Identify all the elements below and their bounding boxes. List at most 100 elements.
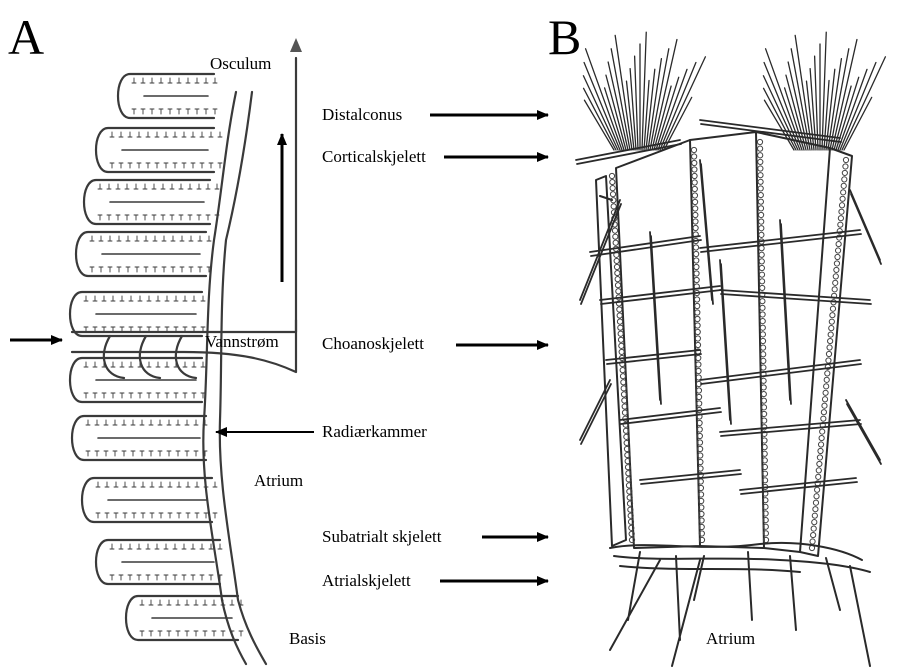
bead bbox=[839, 209, 844, 214]
panel-label-a: A bbox=[8, 12, 44, 62]
choanocyte bbox=[158, 600, 162, 605]
choanocyte bbox=[164, 163, 168, 168]
choanocyte bbox=[84, 393, 88, 398]
bead bbox=[760, 305, 765, 310]
choanal-beads bbox=[609, 139, 848, 550]
choanocyte bbox=[206, 215, 210, 220]
choanocyte bbox=[209, 132, 213, 137]
bead bbox=[814, 494, 819, 499]
choanocyte bbox=[84, 296, 88, 301]
bead bbox=[761, 365, 766, 370]
bead bbox=[611, 204, 616, 209]
bead bbox=[615, 277, 620, 282]
choanocyte bbox=[209, 575, 213, 580]
bead bbox=[819, 435, 824, 440]
choanocyte bbox=[218, 163, 222, 168]
choanocyte bbox=[167, 420, 171, 425]
spicule bbox=[720, 290, 871, 304]
bead bbox=[695, 336, 700, 341]
choanocyte bbox=[102, 296, 106, 301]
choanocyte bbox=[161, 184, 165, 189]
choanocyte bbox=[135, 236, 139, 241]
choanocyte bbox=[203, 631, 207, 636]
bead bbox=[843, 157, 848, 162]
choanocyte bbox=[120, 296, 124, 301]
spicule bbox=[640, 470, 741, 484]
choanocyte bbox=[195, 482, 199, 487]
skeleton-drawing bbox=[576, 32, 885, 666]
choanocyte bbox=[128, 544, 132, 549]
choanocyte bbox=[135, 267, 139, 272]
choanocyte bbox=[239, 631, 243, 636]
bead bbox=[760, 338, 765, 343]
choanocyte bbox=[204, 78, 208, 83]
label-radiaerkammer: Radiærkammer bbox=[322, 423, 427, 440]
choanocyte bbox=[96, 513, 100, 518]
choanocyte bbox=[185, 420, 189, 425]
choanocyte bbox=[90, 236, 94, 241]
bead bbox=[617, 307, 622, 312]
bead bbox=[760, 299, 765, 304]
bead bbox=[829, 326, 834, 331]
bead bbox=[692, 180, 697, 185]
spicule bbox=[720, 420, 861, 436]
choanocyte bbox=[195, 109, 199, 114]
choanocyte bbox=[146, 163, 150, 168]
bead bbox=[620, 368, 625, 373]
bead bbox=[619, 349, 624, 354]
choanocyte bbox=[132, 513, 136, 518]
label-osculum: Osculum bbox=[210, 55, 271, 72]
choanocyte bbox=[95, 420, 99, 425]
choanocyte bbox=[138, 393, 142, 398]
choanocyte bbox=[114, 482, 118, 487]
choanocyte bbox=[188, 215, 192, 220]
bead bbox=[695, 303, 700, 308]
bead bbox=[758, 166, 763, 171]
radial-chambers bbox=[70, 74, 243, 640]
bead bbox=[834, 267, 839, 272]
bead bbox=[810, 539, 815, 544]
bead bbox=[695, 323, 700, 328]
choanocyte bbox=[99, 267, 103, 272]
bead bbox=[695, 329, 700, 334]
choanocyte bbox=[93, 362, 97, 367]
choanocyte bbox=[108, 236, 112, 241]
bead bbox=[615, 270, 620, 275]
choanocyte bbox=[185, 451, 189, 456]
bead bbox=[812, 520, 817, 525]
choanocyte bbox=[170, 215, 174, 220]
bead bbox=[842, 170, 847, 175]
choanocyte bbox=[162, 236, 166, 241]
bead bbox=[832, 287, 837, 292]
choanocyte bbox=[168, 482, 172, 487]
spicule bbox=[650, 232, 661, 404]
label-atrium-b: Atrium bbox=[706, 630, 755, 647]
bead bbox=[695, 342, 700, 347]
choanocyte bbox=[173, 163, 177, 168]
bead bbox=[761, 352, 766, 357]
choanocyte bbox=[218, 544, 222, 549]
choanocyte bbox=[209, 544, 213, 549]
bead bbox=[693, 225, 698, 230]
choanocyte bbox=[146, 132, 150, 137]
choanocyte bbox=[120, 362, 124, 367]
choanocyte bbox=[192, 393, 196, 398]
choanocyte bbox=[200, 544, 204, 549]
spicule bbox=[846, 400, 881, 464]
choanocyte bbox=[149, 420, 153, 425]
bead bbox=[760, 312, 765, 317]
bead bbox=[759, 219, 764, 224]
choanocyte bbox=[177, 482, 181, 487]
choanocyte bbox=[164, 132, 168, 137]
choanocyte bbox=[186, 482, 190, 487]
bead bbox=[760, 319, 765, 324]
choanocyte bbox=[167, 631, 171, 636]
choanocyte bbox=[212, 631, 216, 636]
choanocyte bbox=[170, 184, 174, 189]
bead bbox=[613, 240, 618, 245]
bead bbox=[619, 343, 624, 348]
choanocyte bbox=[198, 267, 202, 272]
choanocyte bbox=[194, 420, 198, 425]
label-basis: Basis bbox=[289, 630, 326, 647]
choanocyte bbox=[128, 163, 132, 168]
